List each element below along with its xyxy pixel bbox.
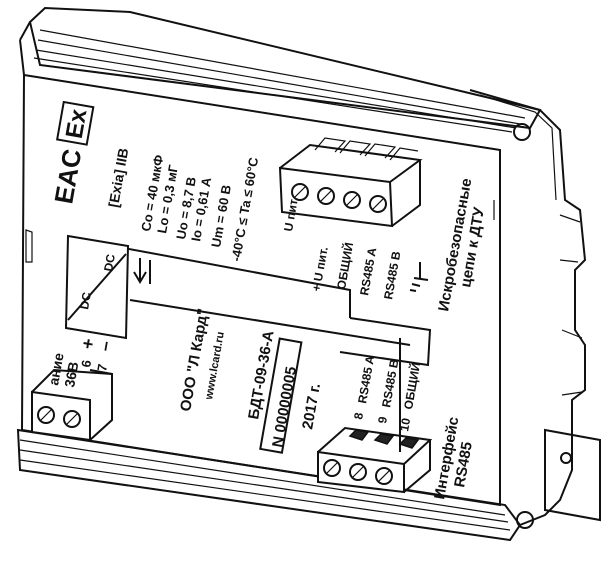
interface-pin-name: ОБЩИЙ [400, 361, 423, 410]
interface-terminal-block: 8 RS485 A 9 RS485 B 10 ОБЩИЙ Интерфейс R… [317, 354, 476, 501]
safe-top-label: U пит. [281, 196, 301, 233]
dc-out-label: DC [101, 253, 118, 273]
terminal-screw [63, 410, 81, 428]
terminal-screw [37, 406, 55, 424]
interface-pin-num: 9 [375, 415, 390, 424]
ex-class: [Exia] IIB [105, 147, 131, 209]
safe-pin-label: ОБЩИЙ [333, 241, 356, 290]
serial-box [259, 337, 303, 454]
ex-mark-box [56, 100, 95, 146]
spec-line: -40°С ≤ Ta ≤ 60°С [228, 156, 261, 263]
interface-pin-num: 8 [351, 411, 366, 420]
dc-in-label: DC [77, 291, 94, 311]
safe-pin-label: RS485 B [381, 250, 403, 301]
spec-line: Um = 60 В [208, 184, 234, 249]
power-pin-num: 7 [94, 363, 110, 373]
front-panel [20, 73, 501, 507]
terminal-screw [343, 191, 361, 209]
interface-pin-name: RS485 B [379, 358, 401, 409]
specs-list: Co = 40 мкФ Lo = 0,3 мГ Uo = 8,7 В Io = … [138, 154, 261, 263]
terminal-screw [349, 463, 367, 481]
power-pin-sign: – [94, 339, 115, 352]
dc-dc-converter: DC DC [64, 234, 130, 340]
year: 2017 г. [299, 382, 324, 431]
power-pin-num: 6 [78, 359, 94, 369]
safe-terminal-block: U пит. + U пит. ОБЩИЙ RS485 A RS485 B Ис… [278, 137, 488, 313]
terminal-screw [369, 195, 387, 213]
power-voltage: 36В [61, 360, 81, 388]
terminal-screw [317, 187, 335, 205]
safe-pin-label: RS485 A [357, 246, 379, 296]
website: www.lcard.ru [203, 331, 227, 402]
interface-pin-num: 10 [397, 417, 413, 433]
terminal-screw [291, 183, 309, 201]
top-ribs [19, 6, 542, 133]
eac-mark: EAC [48, 147, 87, 206]
terminal-screw [375, 467, 393, 485]
terminal-screw [323, 459, 341, 477]
serial-number: N 00000005 [269, 365, 300, 448]
wiring [69, 237, 432, 452]
power-label: ание [45, 351, 66, 386]
ex-mark: Ex [61, 106, 93, 140]
power-terminal-block: ание 36В 6 + 7 – [31, 337, 116, 442]
interface-pin-name: RS485 A [355, 354, 377, 404]
bottom-ribs [16, 428, 522, 542]
din-rail-clip [469, 89, 601, 529]
certification-marks: EAC Ex [48, 100, 95, 206]
power-pin-sign: + [77, 337, 99, 351]
